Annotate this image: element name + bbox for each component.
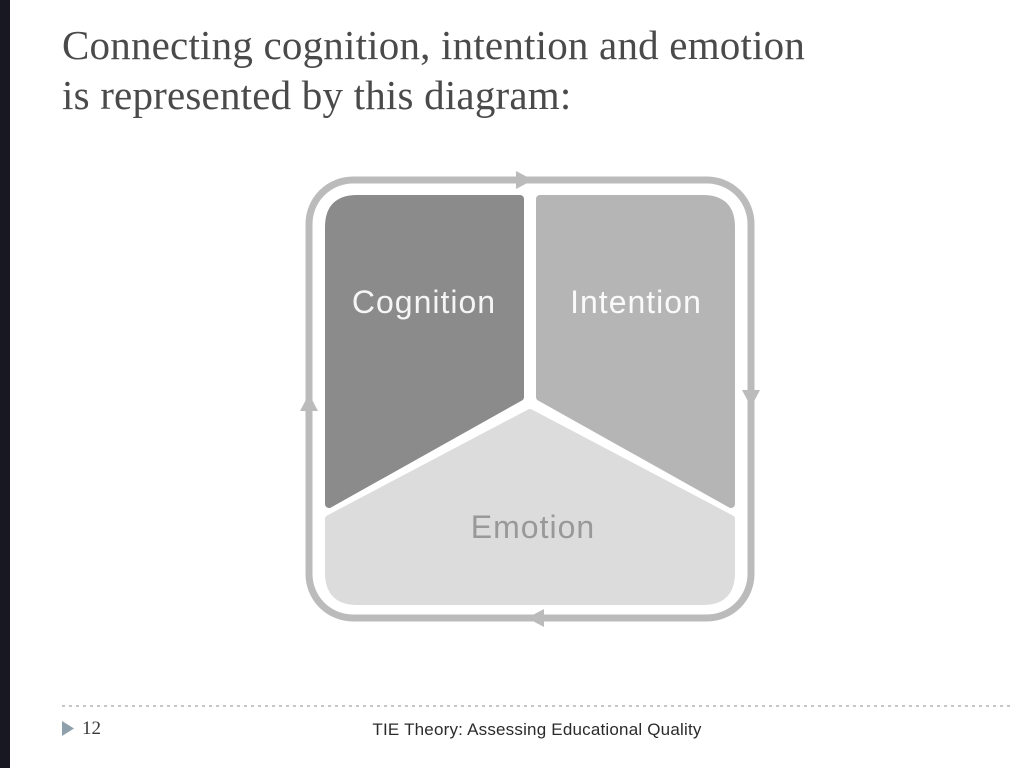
cycle-arrow-bottom-icon (527, 609, 544, 627)
segment-label-emotion: Emotion (471, 509, 595, 545)
segment-label-intention: Intention (570, 284, 702, 320)
cycle-diagram-svg: Cognition Intention Emotion (300, 171, 760, 627)
cycle-arrow-left-icon (300, 394, 318, 411)
segment-cognition (325, 195, 524, 508)
segment-intention (536, 195, 735, 508)
tie-cycle-diagram: Cognition Intention Emotion (300, 170, 760, 632)
footer-title: TIE Theory: Assessing Educational Qualit… (372, 720, 702, 739)
page-number: 12 (82, 718, 101, 739)
segment-label-cognition: Cognition (352, 284, 496, 320)
cycle-arrow-top-icon (516, 171, 533, 189)
footer-divider (62, 705, 1012, 707)
cycle-arrow-right-icon (742, 390, 760, 407)
slide-title: Connecting cognition, intention and emot… (62, 22, 806, 118)
footer-play-triangle-icon (62, 721, 74, 736)
play-triangle-shape (62, 721, 74, 736)
segment-emotion (325, 409, 735, 605)
slide-accent-bar (0, 0, 10, 768)
footer: 12 TIE Theory: Assessing Educational Qua… (62, 716, 1012, 746)
